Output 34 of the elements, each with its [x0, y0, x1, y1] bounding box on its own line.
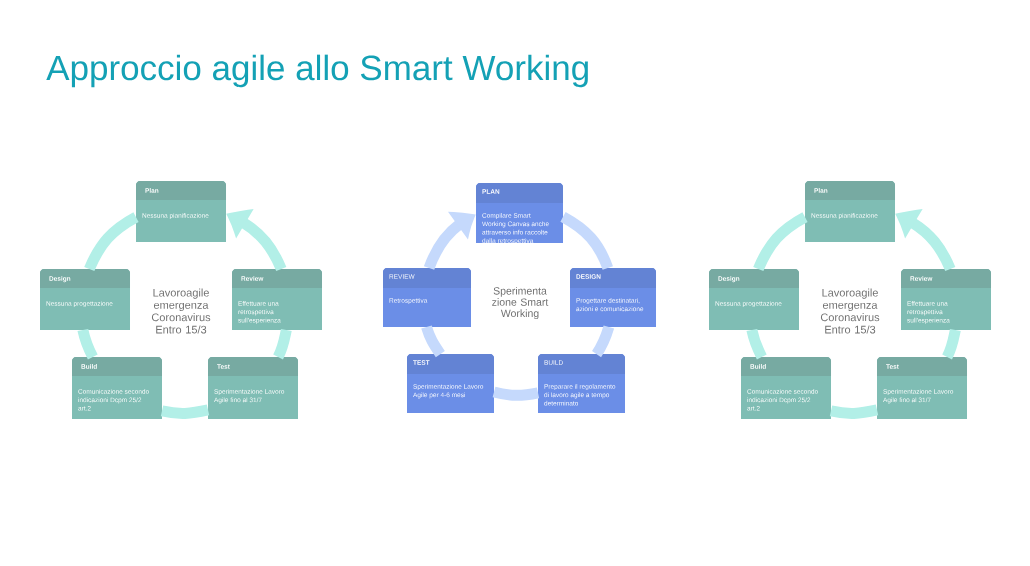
phase-card [407, 354, 494, 413]
phase-card [208, 357, 298, 419]
title: Approccio agile allo Smart Working [46, 54, 588, 88]
phase-card [383, 268, 471, 327]
ring-segment [77, 328, 98, 360]
phase-card [72, 357, 162, 419]
ring-segment [591, 325, 615, 358]
curved-arrow [896, 209, 956, 272]
phase-card [538, 354, 625, 413]
ring-segment [84, 212, 139, 272]
phase-card [232, 269, 322, 330]
curved-arrow [423, 212, 475, 270]
ring-segment [492, 386, 540, 401]
ring-segment [829, 404, 879, 419]
ring-segment [160, 404, 210, 419]
phase-card [805, 181, 895, 242]
cycle-label: Sperimenta zione Smart Working [492, 286, 549, 320]
cycle-label: Lavoroagile emergenza Coronavirus Entro 15/3 [820, 288, 880, 334]
phase-card [901, 269, 991, 330]
phase-card [136, 181, 226, 242]
ring-segment [942, 328, 961, 360]
phase-card [709, 269, 799, 330]
phase-card [476, 183, 563, 245]
ring-segment [753, 212, 808, 272]
phase-card [741, 357, 831, 419]
curved-arrow [227, 209, 287, 272]
ring-segment [560, 212, 613, 270]
ring-segment [746, 328, 767, 360]
cycle-label: Lavoroagile emergenza Coronavirus Entro 15/3 [151, 288, 211, 334]
ring-segment [273, 328, 292, 360]
ring-segment [421, 325, 445, 358]
phase-card [877, 357, 967, 419]
phase-card [40, 269, 130, 330]
phase-card [570, 268, 656, 327]
